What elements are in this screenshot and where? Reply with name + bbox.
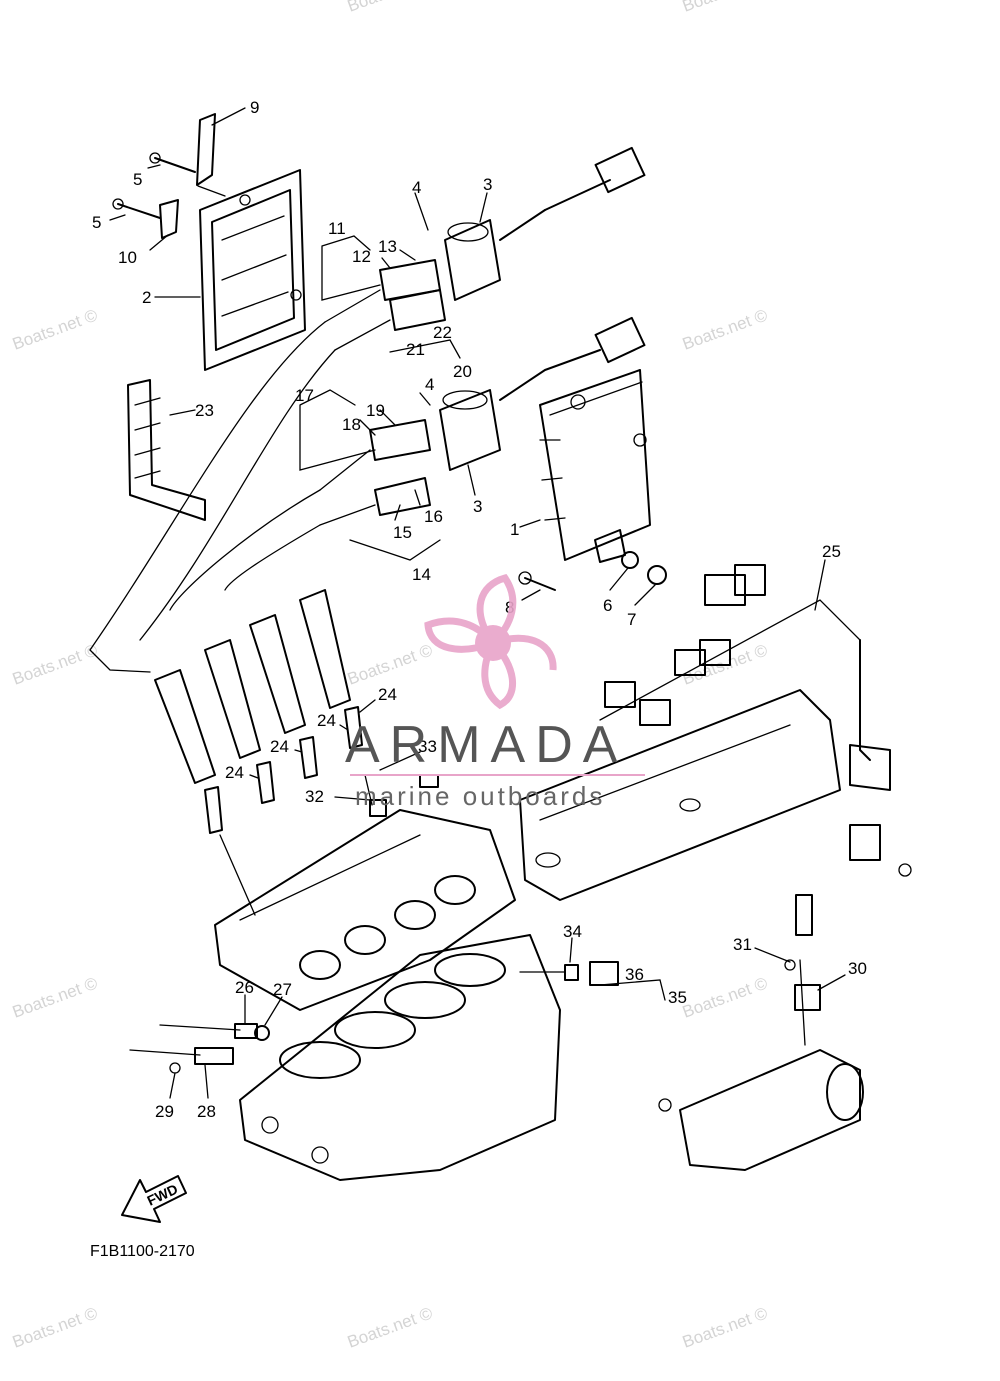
watermark: Boats.net © [680, 305, 771, 353]
callout-19: 19 [366, 401, 385, 420]
watermark: Boats.net © [345, 0, 436, 16]
holder-part-23 [127, 379, 206, 521]
callout-15: 15 [393, 523, 412, 542]
watermark: Boats.net © [10, 305, 101, 353]
spark-plugs-part-24 [204, 706, 363, 916]
clip-part-10 [159, 199, 179, 239]
callout-26: 26 [235, 978, 254, 997]
callout-16: 16 [424, 507, 443, 526]
callout-9: 9 [250, 98, 259, 117]
brand-name: ARMADA [345, 716, 627, 774]
callout-17: 17 [295, 386, 314, 405]
callout-20: 20 [453, 362, 472, 381]
callout-27: 27 [273, 980, 292, 999]
watermark: Boats.net © [345, 1303, 436, 1351]
callout-23: 23 [195, 401, 214, 420]
callout-28: 28 [197, 1102, 216, 1121]
brand-tagline: marine outboards [355, 781, 605, 811]
cylinder-head [214, 809, 516, 1011]
callout-21: 21 [406, 340, 425, 359]
callout-24: 24 [270, 737, 289, 756]
callout-24: 24 [378, 685, 397, 704]
callout-2: 2 [142, 288, 151, 307]
screws-part-5 [112, 152, 196, 219]
callout-5: 5 [133, 170, 142, 189]
watermark: Boats.net © [345, 640, 436, 688]
armada-logo: ARMADA marine outboards [345, 573, 645, 811]
callout-31: 31 [733, 935, 752, 954]
callout-6: 6 [603, 596, 612, 615]
callout-3: 3 [473, 497, 482, 516]
callout-13: 13 [378, 237, 397, 256]
ignition-leads [89, 321, 336, 673]
callout-24: 24 [317, 711, 336, 730]
callout-10: 10 [118, 248, 137, 267]
watermark: Boats.net © [680, 1303, 771, 1351]
sensors [129, 774, 619, 1074]
callout-33: 33 [418, 737, 437, 756]
callout-25: 25 [822, 542, 841, 561]
cover-part-2 [199, 169, 306, 371]
coil-sticks [154, 589, 351, 784]
callout-14: 14 [412, 565, 431, 584]
callout-36: 36 [625, 965, 644, 984]
callout-1: 1 [510, 520, 519, 539]
watermark: Boats.net © [10, 973, 101, 1021]
callout-29: 29 [155, 1102, 174, 1121]
callout-4: 4 [412, 178, 421, 197]
bolt-part-8 [518, 571, 556, 591]
watermark: Boats.net © [680, 973, 771, 1021]
cylinder-block [239, 934, 561, 1181]
throttle-body [658, 894, 864, 1171]
ignition-coil-upper [444, 146, 646, 301]
harness-part-25 [519, 564, 912, 901]
diagram-code: F1B1100-2170 [90, 1243, 195, 1260]
callout-4: 4 [425, 375, 434, 394]
callout-30: 30 [848, 959, 867, 978]
watermark: Boats.net © [10, 640, 101, 688]
leader-lines [109, 107, 846, 1099]
ignition-coil-lower [439, 316, 646, 471]
watermarks: Boats.net © Boats.net © Boats.net © Boat… [10, 0, 771, 1352]
callout-18: 18 [342, 415, 361, 434]
callout-12: 12 [352, 247, 371, 266]
callout-3: 3 [483, 175, 492, 194]
clip-part-9 [196, 113, 226, 197]
fwd-arrow: FWD [121, 1175, 187, 1223]
cdi-unit-part-1 [539, 369, 651, 563]
callout-11: 11 [328, 219, 346, 238]
callout-24: 24 [225, 763, 244, 782]
callout-labels: 1 2 3 3 4 4 5 5 6 7 8 9 10 11 12 13 14 1… [92, 98, 867, 1121]
callout-22: 22 [433, 323, 452, 342]
callout-34: 34 [563, 922, 582, 941]
grommets-part-6-7 [621, 551, 667, 585]
watermark: Boats.net © [10, 1303, 101, 1351]
callout-35: 35 [668, 988, 687, 1007]
watermark: Boats.net © [680, 0, 771, 16]
propeller-icon [424, 573, 557, 710]
callout-5: 5 [92, 213, 101, 232]
callout-7: 7 [627, 610, 636, 629]
callout-32: 32 [305, 787, 324, 806]
